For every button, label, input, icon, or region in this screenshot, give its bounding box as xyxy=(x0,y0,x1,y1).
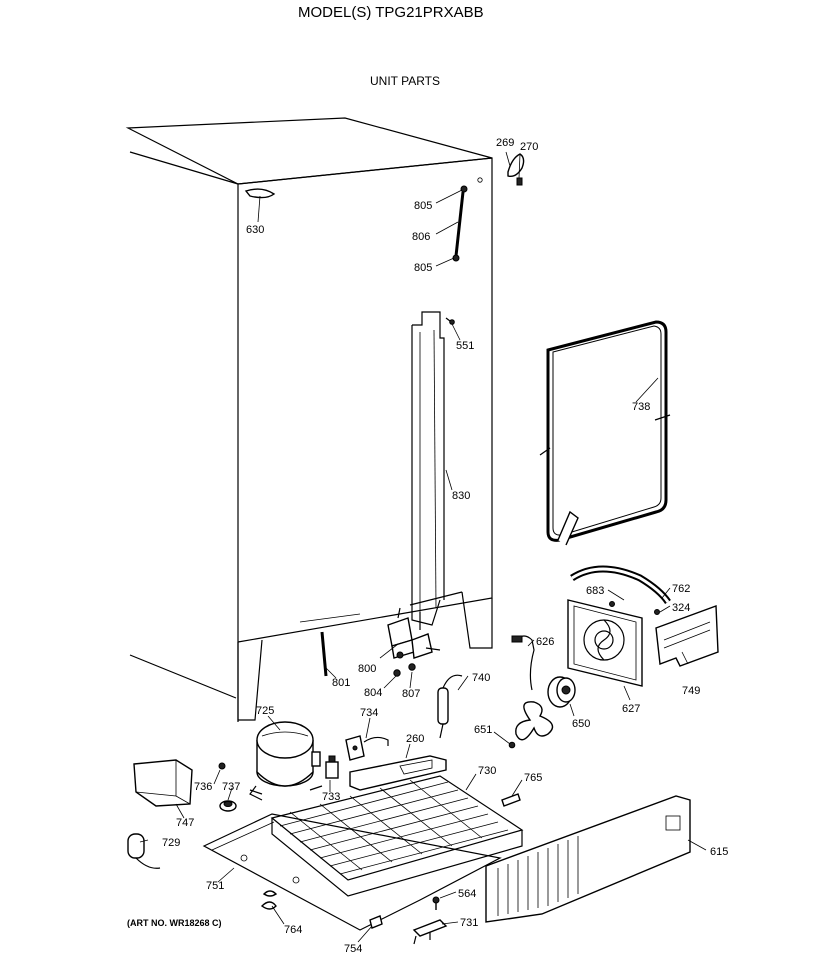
callout-762: 762 xyxy=(672,583,690,595)
callout-749: 749 xyxy=(682,685,700,697)
callout-270: 270 xyxy=(520,141,538,153)
callout-764: 764 xyxy=(284,924,302,936)
callout-734: 734 xyxy=(360,707,378,719)
part-564-screw xyxy=(432,896,440,910)
callout-765: 765 xyxy=(524,772,542,784)
part-324-screw xyxy=(654,609,660,615)
part-830-channel xyxy=(411,311,445,626)
callout-733: 733 xyxy=(322,791,340,803)
part-730-condenser xyxy=(270,775,524,897)
callout-269: 269 xyxy=(496,137,514,149)
callout-324: 324 xyxy=(672,602,690,614)
part-269-270-hinge xyxy=(507,153,525,186)
callout-807: 807 xyxy=(402,688,420,700)
callout-260: 260 xyxy=(406,733,424,745)
callout-731: 731 xyxy=(460,917,478,929)
callout-804: 804 xyxy=(364,687,382,699)
callout-805-bottom: 805 xyxy=(414,262,432,274)
callout-564: 564 xyxy=(458,888,476,900)
callout-651: 651 xyxy=(474,724,492,736)
part-800-valve xyxy=(387,607,441,659)
callout-805-top: 805 xyxy=(414,200,432,212)
callout-626: 626 xyxy=(536,636,554,648)
callout-labels: 269 270 630 805 806 805 551 738 830 683 … xyxy=(162,137,728,955)
leader-lines xyxy=(139,151,707,943)
callout-725: 725 xyxy=(256,705,274,717)
part-737-grommet xyxy=(219,800,237,812)
part-731-bracket xyxy=(412,919,448,945)
part-751-base-pan xyxy=(202,813,502,931)
section-title: UNIT PARTS xyxy=(370,74,441,88)
part-747-bracket xyxy=(133,759,193,807)
part-627-fan-shroud xyxy=(567,599,643,687)
callout-737: 737 xyxy=(222,781,240,793)
part-740-drier xyxy=(437,674,463,739)
part-630-plug xyxy=(244,188,276,199)
callout-730: 730 xyxy=(478,765,496,777)
model-title: MODEL(S) TPG21PRXABB xyxy=(298,4,484,21)
part-551-screw xyxy=(445,317,455,325)
part-650-fan-motor xyxy=(547,676,576,708)
part-734-relay xyxy=(345,735,389,761)
part-651-fan-blade xyxy=(508,701,554,749)
callout-729: 729 xyxy=(162,837,180,849)
callout-830: 830 xyxy=(452,490,470,502)
part-801-tube xyxy=(320,631,328,677)
part-260-bracket xyxy=(349,755,447,791)
part-749-cover xyxy=(655,605,719,667)
part-765-clip xyxy=(501,793,521,807)
callout-551: 551 xyxy=(456,340,474,352)
part-807-nut xyxy=(408,663,416,671)
callout-801: 801 xyxy=(332,677,350,689)
part-729-capacitor xyxy=(127,833,161,869)
callout-627: 627 xyxy=(622,703,640,715)
part-762-tube xyxy=(570,565,671,605)
callout-754: 754 xyxy=(344,943,362,955)
part-754-pad xyxy=(369,915,383,929)
cabinet xyxy=(125,117,493,722)
callout-747: 747 xyxy=(176,817,194,829)
callout-751: 751 xyxy=(206,880,224,892)
callout-683: 683 xyxy=(586,585,604,597)
callout-615: 615 xyxy=(710,846,728,858)
callout-806: 806 xyxy=(412,231,430,243)
callout-740: 740 xyxy=(472,672,490,684)
part-738-heater-loop xyxy=(539,320,671,546)
callout-630: 630 xyxy=(246,224,264,236)
part-806-tube xyxy=(452,185,468,262)
part-764-clip xyxy=(260,890,278,910)
part-626-harness xyxy=(511,635,535,691)
callout-800: 800 xyxy=(358,663,376,675)
part-804-nut xyxy=(393,669,401,677)
part-736-grommet xyxy=(218,762,226,770)
art-number: (ART NO. WR18268 C) xyxy=(127,918,222,928)
part-725-compressor xyxy=(249,721,323,801)
part-615-grille xyxy=(485,795,691,923)
part-733-overload xyxy=(325,755,339,779)
callout-650: 650 xyxy=(572,718,590,730)
callout-736: 736 xyxy=(194,781,212,793)
callout-738: 738 xyxy=(632,401,650,413)
